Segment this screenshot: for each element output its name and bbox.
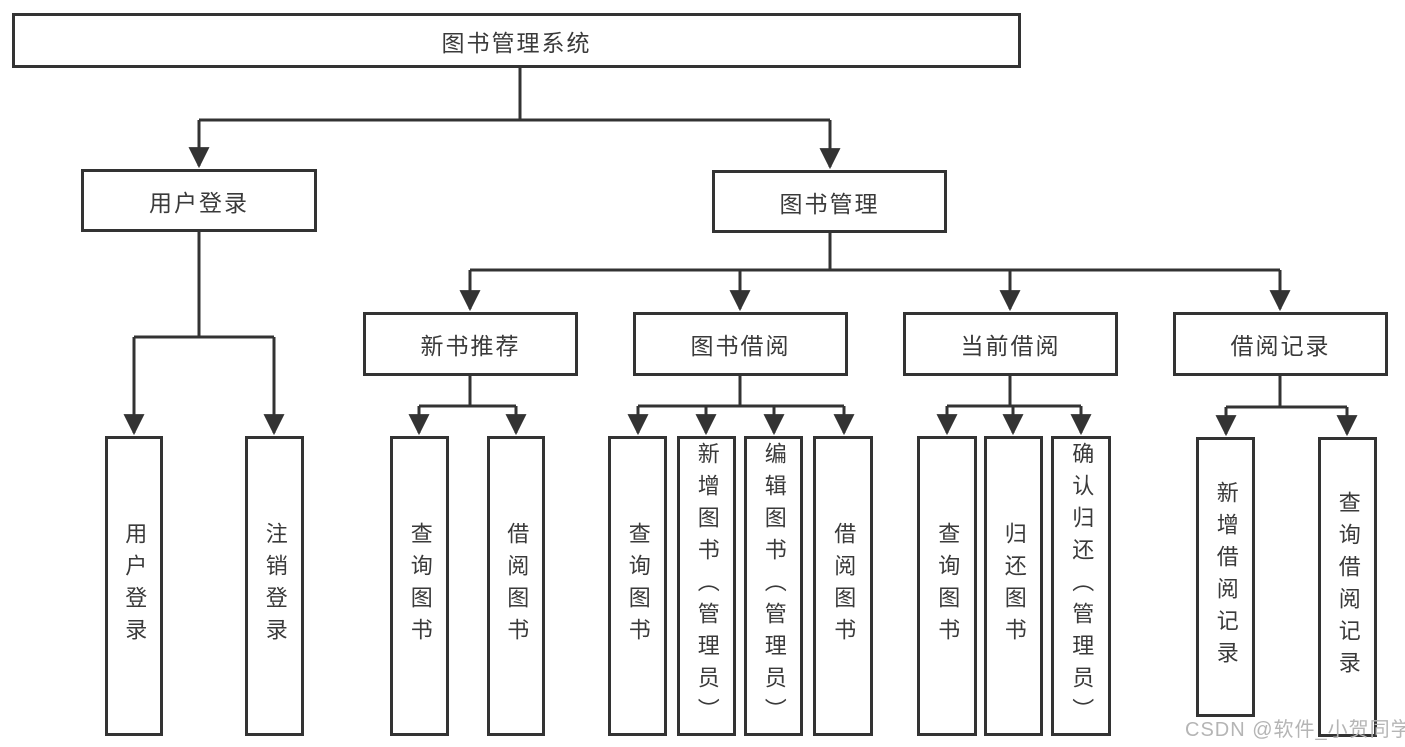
node-label: 图书管理系统 (441, 29, 592, 56)
node-book-management: 图书管理 (712, 170, 947, 233)
node-label: 查询图书 (625, 522, 651, 650)
node-leaf-return-books: 归还图书 (984, 436, 1043, 736)
node-label: 借阅记录 (1230, 333, 1331, 359)
node-leaf-query-books-borrowing: 查询图书 (608, 436, 667, 736)
node-book-borrowing: 图书借阅 (633, 312, 848, 376)
node-label: 用户登录 (122, 522, 148, 650)
node-leaf-edit-books-admin: 编辑图书（管理员） (744, 436, 803, 736)
node-leaf-query-books-current: 查询图书 (917, 436, 977, 736)
node-leaf-add-books-admin: 新增图书（管理员） (677, 436, 736, 736)
node-library-system: 图书管理系统 (12, 13, 1021, 68)
node-label: 查询图书 (935, 522, 961, 650)
node-user-login: 用户登录 (81, 169, 317, 232)
node-leaf-confirm-return-admin: 确认归还（管理员） (1051, 436, 1111, 736)
node-label: 查询图书 (407, 522, 433, 650)
node-label: 图书管理 (779, 190, 880, 217)
node-label: 当前借阅 (960, 333, 1061, 359)
node-current-borrowing: 当前借阅 (903, 312, 1118, 376)
node-label: 归还图书 (1001, 522, 1027, 650)
node-label: 新增借阅记录 (1213, 481, 1239, 673)
node-label: 用户登录 (149, 189, 249, 216)
node-label: 确认归还（管理员） (1069, 442, 1095, 730)
node-leaf-query-books-recommend: 查询图书 (390, 436, 449, 736)
node-leaf-query-borrow-record: 查询借阅记录 (1318, 437, 1377, 737)
node-leaf-user-login: 用户登录 (105, 436, 163, 736)
connector-arrows (123, 120, 1358, 437)
node-label: 新增图书（管理员） (694, 442, 720, 730)
node-label: 借阅图书 (831, 522, 857, 650)
node-label: 新书推荐 (420, 333, 521, 359)
node-label: 图书借阅 (690, 333, 791, 359)
csdn-watermark: CSDN @软件_小贺同学 (1185, 719, 1405, 741)
node-new-book-recommend: 新书推荐 (363, 312, 578, 376)
node-borrow-records: 借阅记录 (1173, 312, 1388, 376)
node-label: 借阅图书 (504, 522, 530, 650)
node-leaf-borrow-books-borrowing: 借阅图书 (813, 436, 873, 736)
node-leaf-borrow-books-recommend: 借阅图书 (487, 436, 545, 736)
node-label: 注销登录 (262, 522, 288, 650)
node-leaf-logout: 注销登录 (245, 436, 304, 736)
node-label: 查询借阅记录 (1335, 491, 1361, 683)
node-label: 编辑图书（管理员） (761, 442, 787, 730)
node-leaf-add-borrow-record: 新增借阅记录 (1196, 437, 1255, 717)
